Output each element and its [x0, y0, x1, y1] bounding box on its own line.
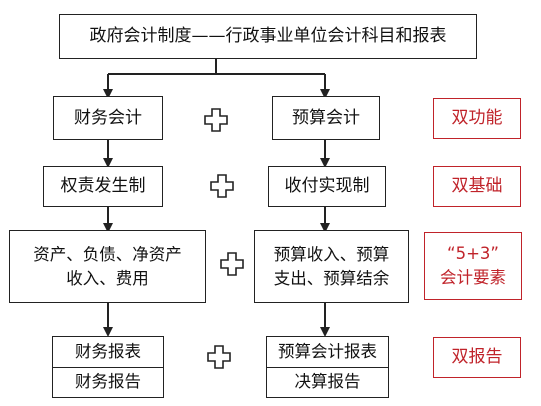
financial-elements-line2: 收入、费用 — [66, 268, 149, 288]
tag-dual-basis-label: 双基础 — [451, 176, 503, 197]
tag-5-plus-3-elements: “5+3” 会计要素 — [424, 232, 522, 300]
financial-accounting-label: 财务会计 — [74, 107, 142, 128]
budget-statements-cell: 预算会计报表 — [267, 337, 388, 368]
financial-statements-cell: 财务报表 — [53, 337, 163, 368]
budget-accounting-box: 预算会计 — [272, 96, 380, 140]
budget-reports-box: 预算会计报表 决算报告 — [266, 336, 389, 398]
budget-accounting-label: 预算会计 — [292, 107, 360, 128]
budget-elements-line1: 预算收入、预算 — [273, 244, 390, 264]
financial-report-cell: 财务报告 — [53, 368, 163, 398]
financial-elements-box: 资产、负债、净资产 收入、费用 — [9, 230, 206, 303]
cash-basis-label: 收付实现制 — [284, 176, 370, 197]
plus-icon — [220, 252, 244, 276]
plus-icon — [207, 345, 231, 369]
financial-accounting-box: 财务会计 — [53, 96, 163, 140]
tag-dual-basis: 双基础 — [433, 166, 521, 207]
accrual-basis-label: 权责发生制 — [60, 176, 146, 197]
tag-dual-function-label: 双功能 — [451, 108, 503, 129]
cash-basis-box: 收付实现制 — [268, 166, 386, 207]
accrual-basis-box: 权责发生制 — [43, 166, 163, 207]
final-accounts-cell: 决算报告 — [267, 368, 388, 398]
tag-dual-function: 双功能 — [433, 98, 521, 139]
plus-icon — [204, 108, 228, 132]
financial-reports-box: 财务报表 财务报告 — [52, 336, 164, 398]
tag-5-plus-3-line2: 会计要素 — [440, 268, 506, 287]
plus-icon — [210, 174, 234, 198]
tag-dual-report-label: 双报告 — [451, 347, 503, 368]
budget-elements-line2: 支出、预算结余 — [273, 268, 390, 288]
title-box: 政府会计制度——行政事业单位会计科目和报表 — [59, 14, 477, 59]
final-accounts-label: 决算报告 — [294, 372, 361, 392]
tag-5-plus-3-line1: “5+3” — [447, 244, 499, 264]
tag-dual-report: 双报告 — [433, 337, 521, 378]
financial-statements-label: 财务报表 — [75, 341, 141, 361]
title-text: 政府会计制度——行政事业单位会计科目和报表 — [89, 26, 447, 47]
budget-elements-box: 预算收入、预算 支出、预算结余 — [254, 230, 409, 303]
budget-statements-label: 预算会计报表 — [278, 341, 377, 361]
financial-elements-line1: 资产、负债、净资产 — [33, 244, 182, 264]
financial-report-label: 财务报告 — [75, 372, 141, 392]
